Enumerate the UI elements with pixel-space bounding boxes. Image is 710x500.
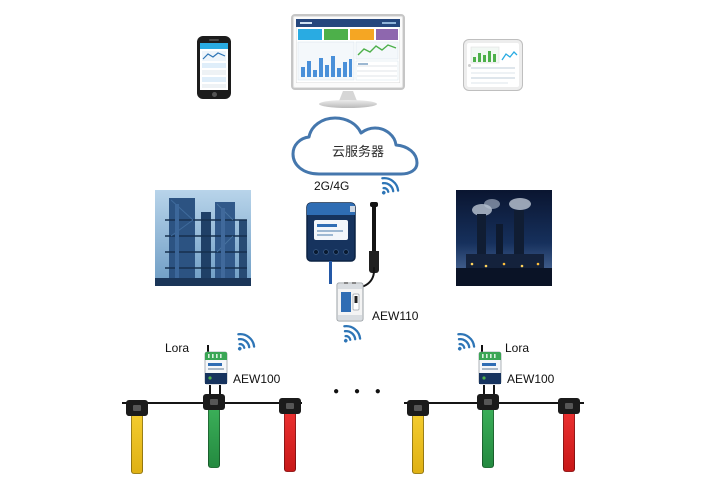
tablet-dashboard: [468, 44, 518, 86]
tablet: [464, 40, 522, 90]
aew100-label-right: AEW100: [507, 372, 555, 386]
phone-home-button: [211, 91, 217, 97]
lora-label-left: Lora: [165, 341, 190, 355]
aew100-device-right: [478, 345, 502, 385]
aew100-device-left: [204, 345, 228, 385]
ct-clamp: [126, 400, 148, 416]
ct-sensor-green-right: [477, 394, 499, 468]
tablet-camera: [468, 63, 471, 67]
antenna-tip: [370, 202, 378, 207]
ct-clamp: [279, 398, 301, 414]
wifi-icon-gateway: [381, 177, 400, 195]
ct-clamp: [203, 394, 225, 410]
desktop-monitor: [291, 14, 405, 90]
ct-body: [284, 414, 296, 472]
antenna-icon: [372, 205, 376, 253]
cloud-icon: [291, 116, 419, 176]
ct-sensor-yellow-right: [407, 400, 429, 474]
wifi-icon-meter: [343, 325, 362, 343]
network-type-label: 2G/4G: [314, 179, 350, 193]
ct-sensor-red-right: [558, 398, 580, 472]
monitor-dashboard: [295, 18, 401, 84]
factory-photo-left: [155, 190, 251, 286]
ct-sensor-yellow-left: [126, 400, 148, 474]
meter-device: [336, 282, 364, 322]
ct-body: [208, 410, 220, 468]
ct-body: [563, 414, 575, 472]
ct-clamp: [477, 394, 499, 410]
lora-label-right: Lora: [505, 341, 530, 355]
factory-photo-right: [456, 190, 552, 286]
ct-sensor-red-left: [279, 398, 301, 472]
aew100-label-left: AEW100: [233, 372, 281, 386]
ct-body: [482, 410, 494, 468]
ct-body: [412, 416, 424, 474]
phone-speaker: [209, 39, 219, 41]
antenna-base: [369, 251, 379, 273]
wifi-icon-right: [457, 333, 476, 351]
cloud-server-label: 云服务器: [331, 144, 384, 159]
ct-clamp: [407, 400, 429, 416]
ct-clamp: [558, 398, 580, 414]
monitor-base: [319, 100, 377, 108]
ct-body: [131, 416, 143, 474]
gateway-meter-wire: [329, 261, 332, 284]
wifi-icon-left: [237, 333, 256, 351]
phone-screen: [200, 43, 228, 90]
ellipsis-icon: ● ● ●: [333, 386, 387, 397]
phone-dashboard: [200, 43, 228, 90]
ct-sensor-green-left: [203, 394, 225, 468]
meter-label: AEW110: [372, 309, 419, 323]
smartphone: [197, 36, 231, 99]
monitor-stand: [339, 91, 357, 101]
